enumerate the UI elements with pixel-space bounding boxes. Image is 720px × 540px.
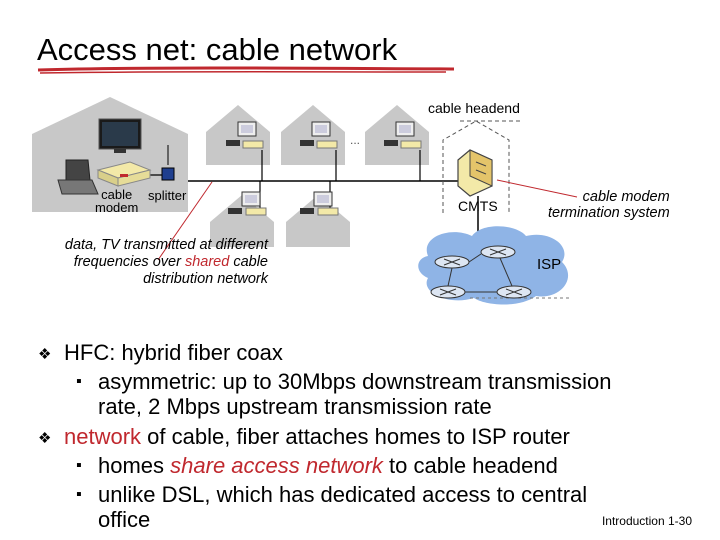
neighbor-pc-5 (300, 191, 339, 216)
bullet-2-sub-1-post: to cable headend (382, 453, 558, 478)
isp-cloud (418, 226, 572, 305)
headend-outline (442, 120, 520, 213)
caption-text-1: data, TV transmitted at different freque… (64, 237, 268, 270)
router-icon-1 (434, 255, 470, 269)
router-icon-4 (496, 285, 532, 299)
slide-footer: Introduction 1-30 (601, 514, 692, 528)
router-icon-3 (430, 285, 466, 299)
neighbor-pc-3 (384, 121, 422, 149)
neighbor-pc-4 (228, 191, 267, 216)
cable-network-diagram (32, 97, 578, 305)
cmts-label: CMTS (458, 198, 498, 214)
neighbor-house-4 (210, 195, 274, 247)
diagram-caption: data, TV transmitted at different freque… (20, 237, 268, 288)
square-bullet-icon: ▪ (76, 457, 82, 474)
cmts-full-label: cable modem termination system (548, 189, 670, 221)
splitter-label: splitter (148, 188, 187, 203)
bullet-1-text: HFC: hybrid fiber coax (64, 340, 283, 365)
neighbor-house-5 (286, 195, 350, 247)
headend-label: cable headend (428, 100, 520, 116)
diamond-bullet-icon: ❖ (38, 430, 52, 447)
square-bullet-icon: ▪ (76, 486, 82, 503)
tv-icon (98, 118, 142, 153)
splitter-icon (161, 167, 175, 181)
bullet-2-red-prefix: network (64, 424, 142, 449)
title-underline (37, 66, 455, 74)
bullet-2-sub-1-red: share access network (170, 453, 383, 478)
bullet-2-text: of cable, fiber attaches homes to ISP ro… (141, 424, 570, 449)
cable-modem-icon (96, 161, 152, 187)
bullet-1-sub-1-line2: rate, 2 Mbps upstream transmission rate (98, 394, 492, 419)
router-icon-2 (480, 245, 516, 259)
bullet-2-sub-2-line1: unlike DSL, which has dedicated access t… (98, 482, 588, 507)
slide-title: Access net: cable network (37, 32, 398, 67)
diamond-bullet-icon: ❖ (38, 346, 52, 363)
caption-text-2: cable distribution network (143, 254, 268, 287)
ellipsis-label: ... (350, 133, 361, 147)
laptop-icon (57, 159, 99, 195)
caption-text-red: shared (184, 254, 230, 270)
bullet-2-sub-2-line2: office (98, 507, 151, 532)
bullet-1-sub-1-line1: asymmetric: up to 30Mbps downstream tran… (98, 369, 612, 394)
cmts-icon (457, 149, 493, 246)
square-bullet-icon: ▪ (76, 373, 82, 390)
isp-label: ISP (537, 256, 562, 273)
neighbor-pc-2 (300, 121, 338, 149)
neighbor-pc-1 (226, 121, 264, 149)
cable-modem-label: cable modem (95, 187, 139, 215)
bullet-2-sub-1-pre: homes (98, 453, 171, 478)
